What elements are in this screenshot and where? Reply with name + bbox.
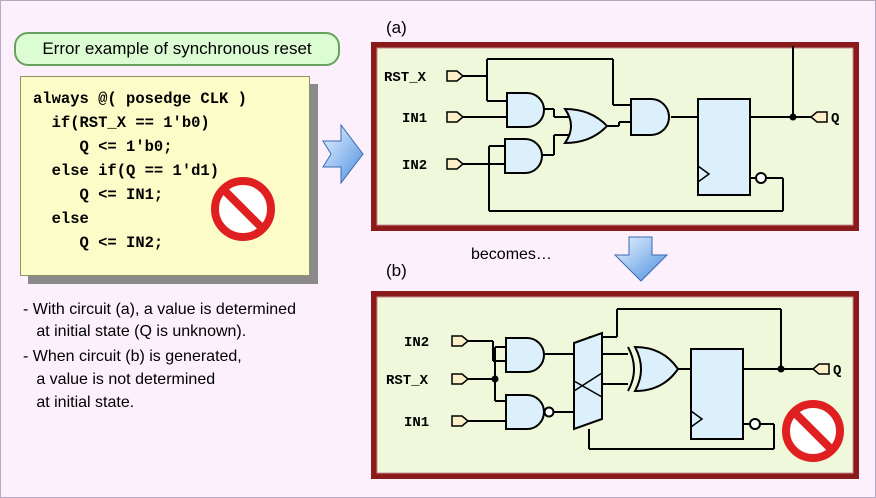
and-gate-3 <box>630 98 670 136</box>
in2-label: IN2 <box>404 335 429 351</box>
rst-x-label: RST_X <box>384 70 427 86</box>
inverter-bubble-icon <box>543 406 555 418</box>
slide-title: Error example of synchronous reset <box>14 32 340 66</box>
note-line: at initial state. <box>23 394 135 411</box>
code-line: Q <= 1'b0; <box>33 138 173 156</box>
input-pin-icon <box>451 335 470 347</box>
input-pin-icon <box>451 373 470 385</box>
code-line: if(RST_X == 1'b0) <box>33 114 210 132</box>
and-gate-1 <box>505 337 545 373</box>
and-gate-2 <box>505 394 545 430</box>
note-line: a value is not determined <box>23 371 216 388</box>
output-pin-icon <box>811 363 830 375</box>
code-line: Q <= IN1; <box>33 186 164 204</box>
prohibition-icon <box>211 177 275 241</box>
code-line: else if(Q == 1'd1) <box>33 162 220 180</box>
code-line: Q <= IN2; <box>33 234 164 252</box>
in1-label: IN1 <box>404 415 429 431</box>
note-line: at initial state (Q is unknown). <box>23 323 247 340</box>
in2-label: IN2 <box>402 158 427 174</box>
in1-label: IN1 <box>402 111 427 127</box>
down-arrow-icon <box>613 236 669 282</box>
right-arrow-icon <box>322 123 364 185</box>
input-pin-icon <box>446 70 465 82</box>
flip-flop <box>697 98 751 196</box>
and-gate-1 <box>506 92 545 128</box>
panel-b: IN2 RST_X IN1 Q <box>371 291 859 479</box>
rst-x-label: RST_X <box>386 373 429 389</box>
becomes-label: becomes… <box>471 246 552 263</box>
or-gate <box>563 107 609 145</box>
inverter-bubble-icon <box>749 418 761 430</box>
q-label: Q <box>833 363 841 379</box>
prohibition-icon <box>782 400 844 462</box>
code-line: always @( posedge CLK ) <box>33 90 247 108</box>
output-pin-icon <box>809 111 828 123</box>
panel-b-label: (b) <box>386 261 407 280</box>
xor-gate <box>633 345 680 393</box>
input-pin-icon <box>446 158 465 170</box>
inverter-bubble-icon <box>755 172 767 184</box>
mux-block <box>573 331 603 431</box>
q-label: Q <box>831 111 839 127</box>
note-line: - When circuit (b) is generated, <box>23 348 242 365</box>
panel-a: RST_X IN1 IN2 Q <box>371 42 859 231</box>
note-line: - With circuit (a), a value is determine… <box>23 301 296 318</box>
input-pin-icon <box>446 111 465 123</box>
code-line: else <box>33 210 89 228</box>
clock-marker-icon <box>697 165 711 183</box>
code-box: always @( posedge CLK ) if(RST_X == 1'b0… <box>20 76 310 276</box>
and-gate-2 <box>504 138 543 174</box>
clock-marker-icon <box>690 410 704 428</box>
input-pin-icon <box>451 415 470 427</box>
panel-a-label: (a) <box>386 18 407 37</box>
flip-flop <box>690 348 744 440</box>
